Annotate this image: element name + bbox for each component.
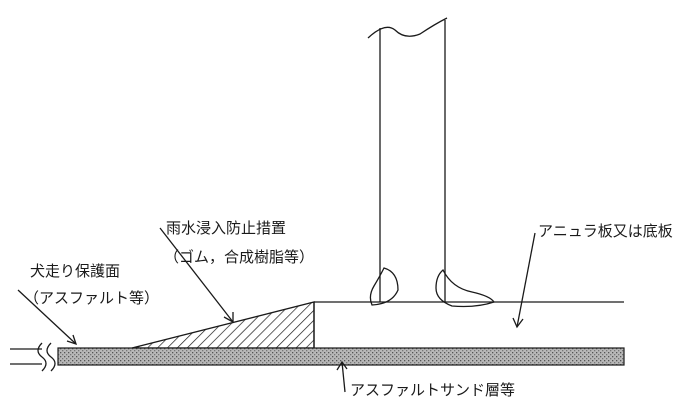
label-rain-measure: 雨水浸入防止措置 [166, 219, 286, 237]
leader-asphalt-sand [336, 360, 348, 393]
label-asphalt-sand: アスファルトサンド層等 [350, 381, 515, 399]
label-annular-plate: アニュラ板又は底板 [538, 222, 673, 240]
leader-rain-measure [159, 227, 234, 324]
leader-dog-walk [17, 289, 78, 346]
leader-annular-plate [512, 232, 536, 329]
weld-left [369, 267, 399, 306]
weld-right [435, 268, 496, 308]
label-dog-walk-sub: （アスファルト等） [24, 289, 159, 307]
tank-shell [367, 17, 448, 302]
asphalt-sand-layer [57, 347, 625, 366]
label-dog-walk: 犬走り保護面 [30, 262, 120, 280]
break-symbol [10, 342, 56, 372]
annular-plate [313, 301, 624, 348]
label-rain-measure-sub: （ゴム，合成樹脂等） [164, 248, 314, 266]
